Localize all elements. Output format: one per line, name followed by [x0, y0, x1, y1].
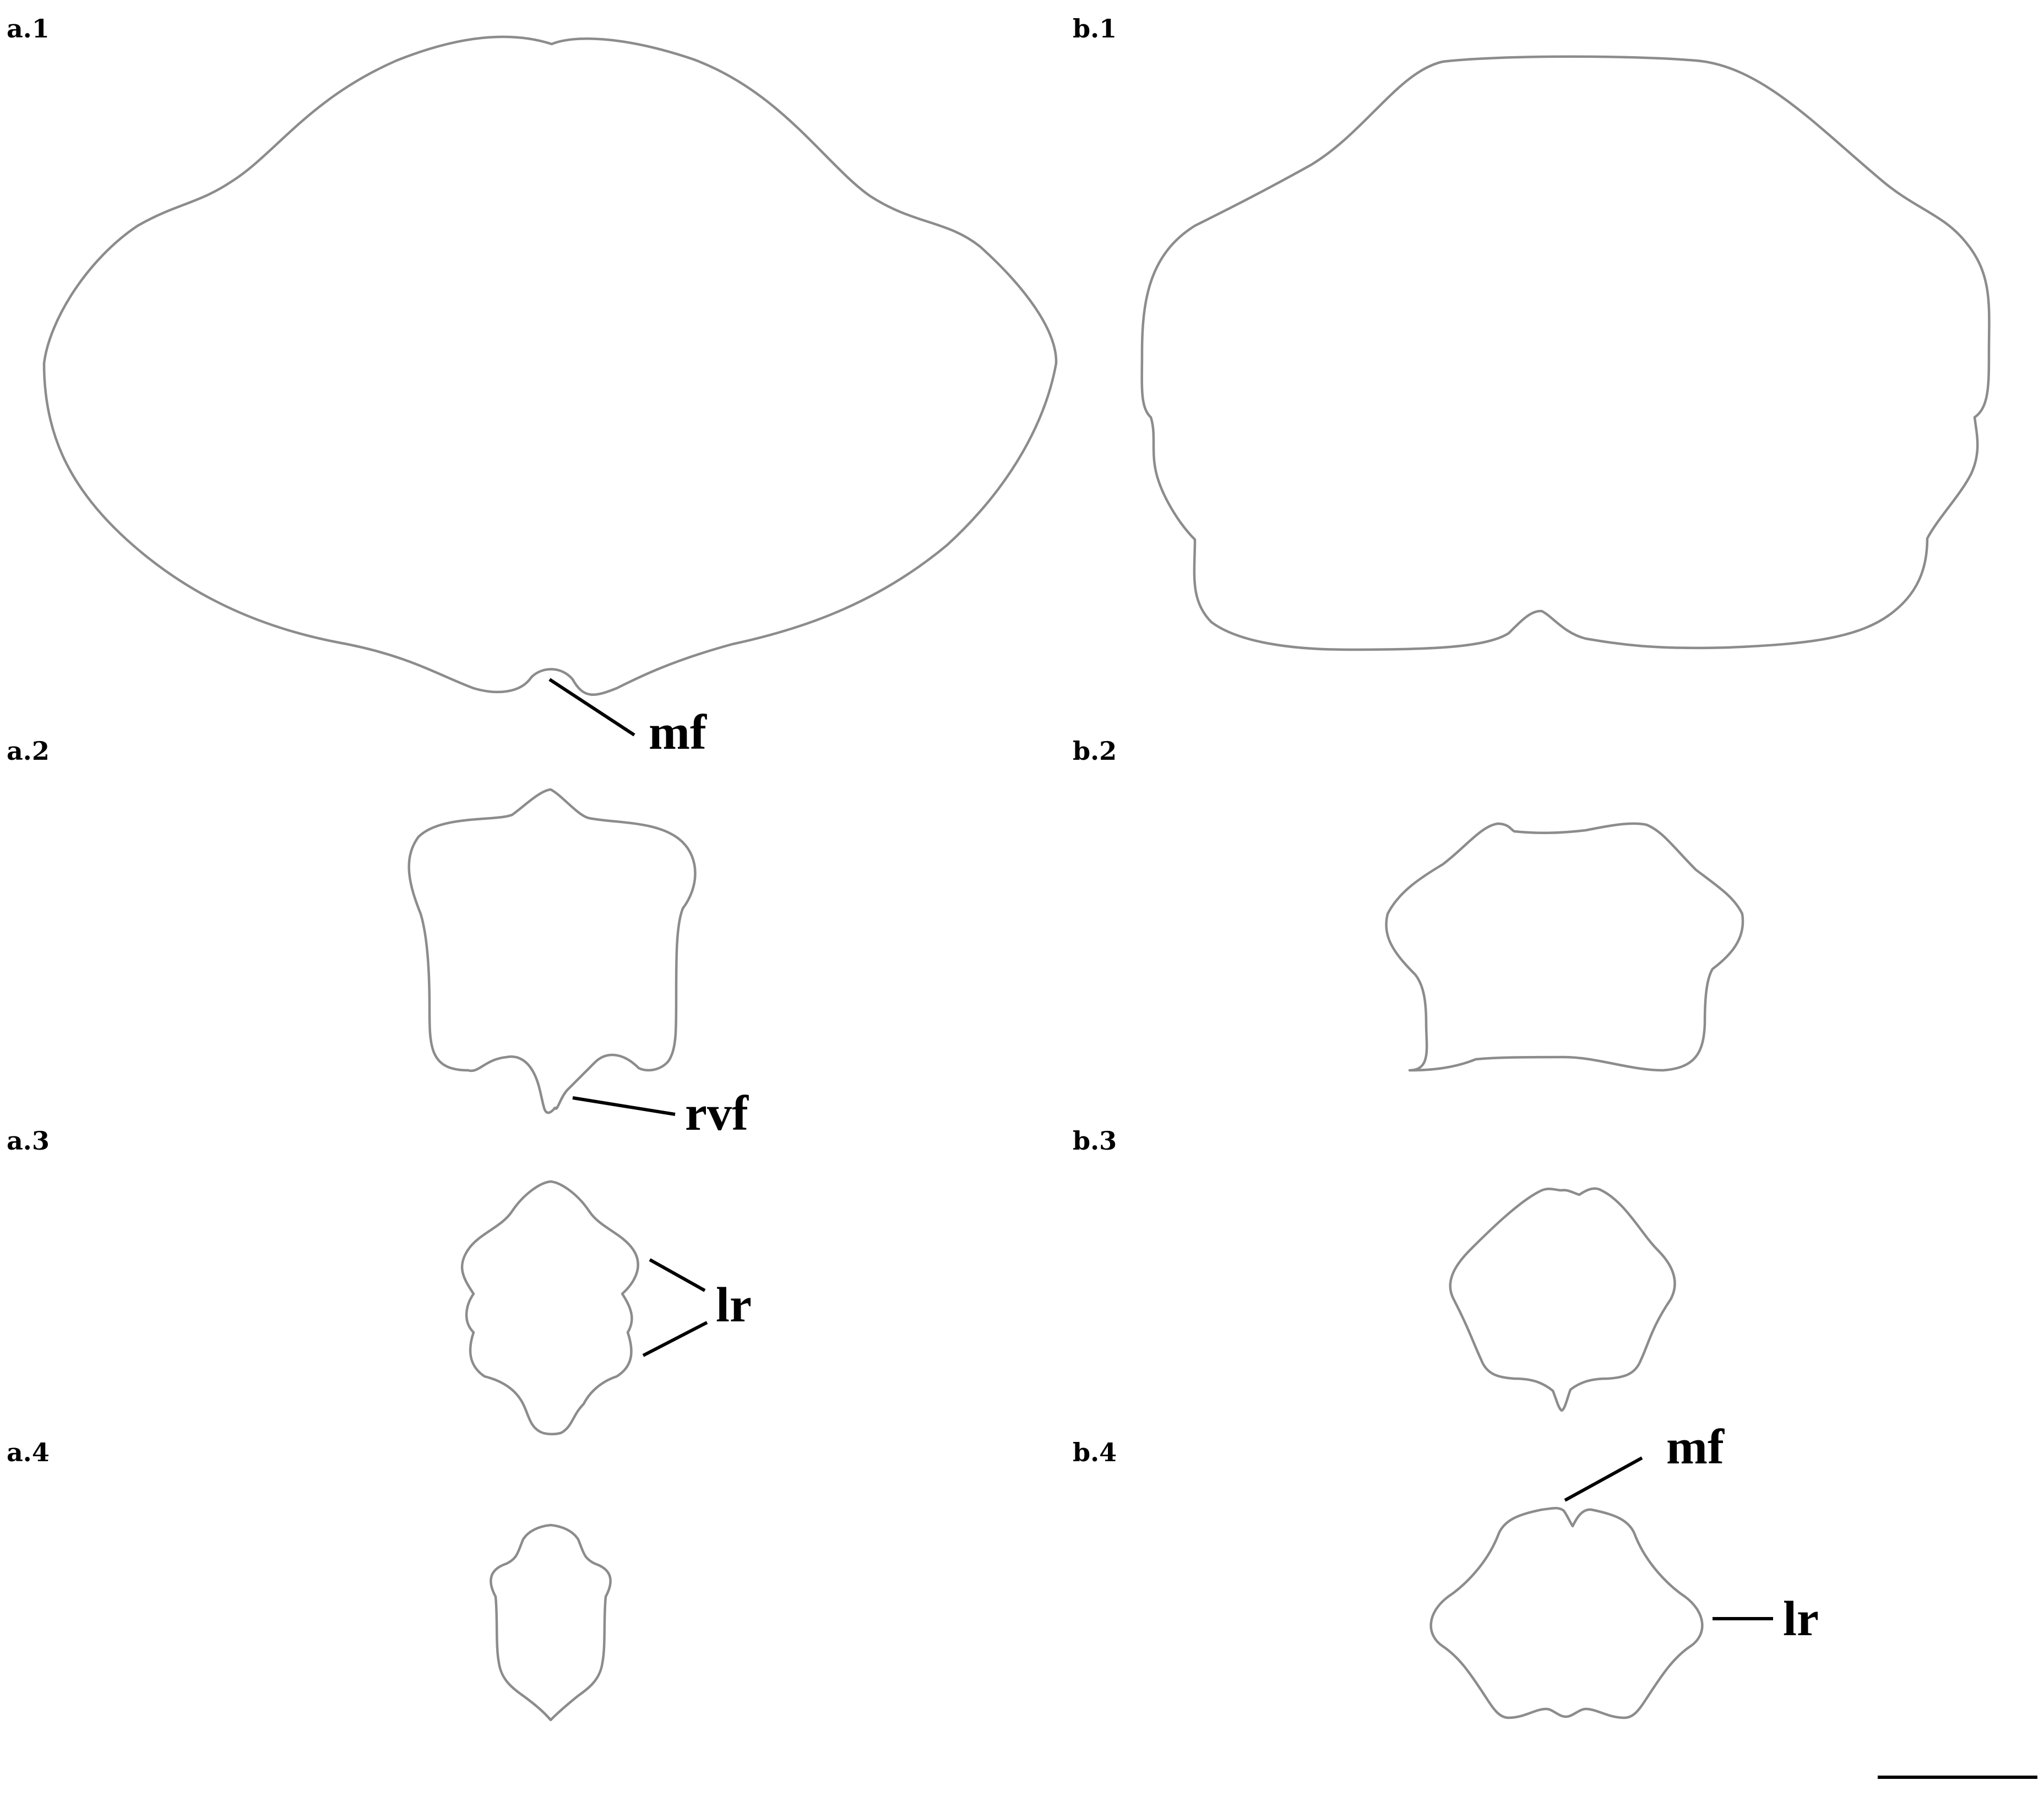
leader-rvf-a2 — [572, 1096, 676, 1116]
annotation-mf-b4: mf — [1666, 1420, 1725, 1474]
outline-a1 — [42, 35, 1058, 696]
panel-label-a2: a.2 — [7, 736, 50, 766]
panel-label-a3: a.3 — [7, 1126, 50, 1156]
annotation-lr-a3: lr — [716, 1278, 752, 1332]
leader-mf-a1 — [548, 678, 635, 737]
leader-mf-b4 — [1564, 1456, 1643, 1502]
outline-b4 — [1429, 1507, 1704, 1719]
annotation-lr-b4: lr — [1783, 1592, 1819, 1646]
annotation-mf-a1: mf — [649, 705, 707, 760]
outline-a2 — [407, 788, 697, 1114]
annotation-rvf-a2: rvf — [685, 1086, 749, 1141]
outline-a4 — [490, 1523, 612, 1722]
panel-label-a4: a.4 — [7, 1438, 50, 1467]
outline-b2 — [1385, 822, 1744, 1072]
panel-label-b2: b.2 — [1073, 736, 1117, 766]
leader-lr-a3-lower — [642, 1321, 708, 1357]
panel-label-b3: b.3 — [1073, 1126, 1117, 1156]
panel-label-b1: b.1 — [1073, 14, 1117, 43]
outline-b1 — [1140, 55, 1991, 651]
leader-lr-a3-upper — [649, 1258, 706, 1292]
outline-a3 — [460, 1180, 639, 1435]
outline-b3 — [1449, 1187, 1676, 1412]
panel-label-a1: a.1 — [7, 14, 50, 43]
panel-label-b4: b.4 — [1073, 1438, 1117, 1467]
